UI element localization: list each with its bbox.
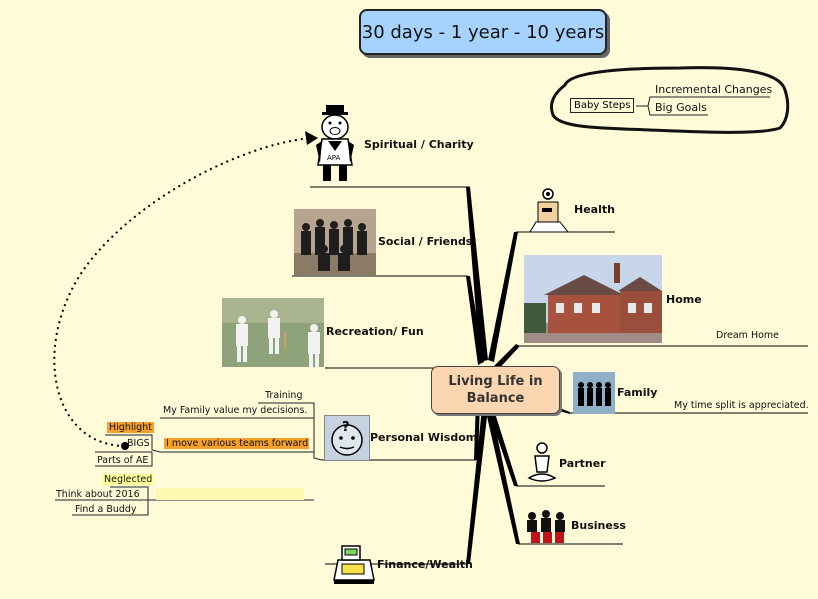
subtopic-bigs[interactable]: BIGS: [127, 438, 150, 449]
incremental-changes-label[interactable]: Incremental Changes: [655, 83, 773, 96]
topic-family[interactable]: Family: [617, 386, 658, 399]
link-arrow: [53, 137, 316, 447]
subtopic-teams-forward[interactable]: I move various teams forward: [164, 438, 309, 449]
doctor-icon: [526, 188, 572, 233]
topic-spiritual[interactable]: Spiritual / Charity: [364, 138, 474, 151]
topic-finance[interactable]: Finance/Wealth: [377, 558, 473, 571]
subtopic-dream-home[interactable]: Dream Home: [716, 330, 780, 341]
big-goals-label[interactable]: Big Goals: [655, 101, 707, 114]
home-photo: [524, 255, 662, 343]
topic-social[interactable]: Social / Friends: [378, 235, 473, 248]
topic-wisdom[interactable]: Personal Wisdom: [370, 431, 478, 444]
central-topic[interactable]: Living Life in Balance: [431, 366, 560, 414]
subtopic-think-2016[interactable]: Think about 2016: [56, 489, 140, 500]
subtopic-find-buddy[interactable]: Find a Buddy: [75, 504, 137, 515]
baby-steps-box[interactable]: Baby Steps: [570, 98, 635, 113]
center-line-2: Balance: [466, 391, 525, 406]
family-people-icon: [573, 372, 615, 414]
center-line-1: Living Life in: [448, 374, 543, 389]
subtopic-parts-of-ae[interactable]: Parts of AE: [97, 455, 149, 466]
topic-business[interactable]: Business: [571, 519, 626, 532]
topic-health[interactable]: Health: [574, 203, 615, 216]
svg-text:APA: APA: [327, 154, 341, 162]
cash-register-icon: [330, 540, 376, 586]
subtopic-highlight[interactable]: Highlight: [107, 422, 154, 433]
subtopic-time-split[interactable]: My time split is appreciated.: [674, 400, 809, 411]
subtopic-neglected[interactable]: Neglected: [102, 474, 155, 485]
svg-text:?: ?: [342, 420, 350, 435]
empty-highlighted-node[interactable]: [156, 488, 304, 500]
friends-photo: [294, 209, 376, 275]
wisdom-face-icon: ?: [324, 415, 370, 461]
topic-home[interactable]: Home: [666, 293, 702, 306]
subtopic-training[interactable]: Training: [265, 390, 303, 401]
subtopic-family-value[interactable]: My Family value my decisions.: [163, 405, 308, 416]
baby-steps-label: Baby Steps: [574, 100, 631, 111]
title-text: 30 days - 1 year - 10 years: [361, 21, 605, 43]
topic-partner[interactable]: Partner: [559, 457, 606, 470]
pig-clipart-icon: APA: [312, 103, 360, 185]
cricket-photo: [222, 298, 324, 367]
title-box[interactable]: 30 days - 1 year - 10 years: [359, 9, 607, 55]
business-team-icon: [523, 508, 569, 544]
topic-recreation[interactable]: Recreation/ Fun: [326, 325, 424, 338]
partner-meditating-icon: [527, 440, 557, 486]
cloud-shape: [550, 66, 790, 134]
